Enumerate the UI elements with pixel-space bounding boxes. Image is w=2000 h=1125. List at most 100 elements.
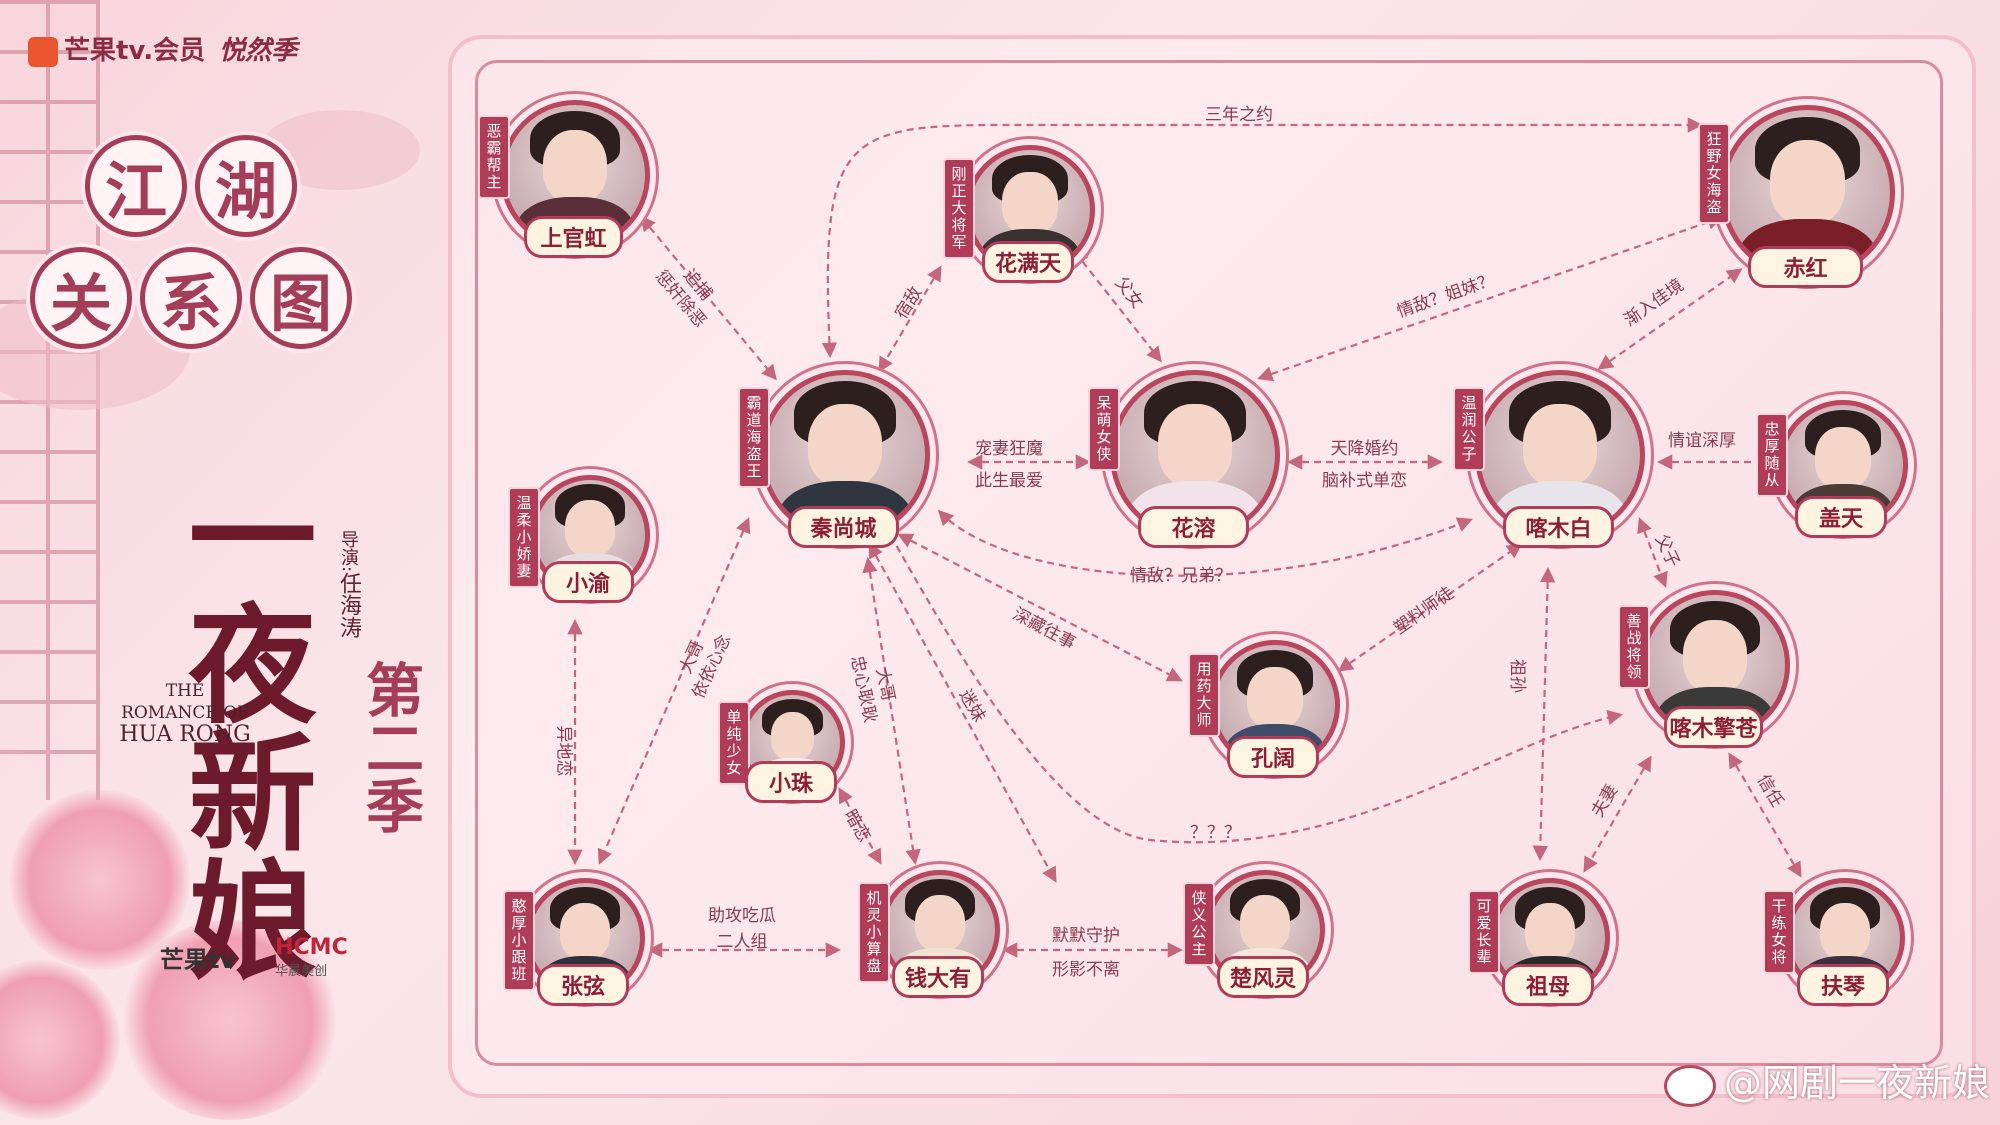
role-tag: 善战将领 [1618,605,1650,689]
character-node[interactable]: 温柔小娇妻小渝 [508,475,650,615]
character-node[interactable]: 霸道海盗王秦尚城 [738,370,930,548]
relation-label: 异地恋 [553,725,574,777]
weibo-watermark: @网剧一夜新娘 [1663,1052,1990,1107]
diagram-frame-inner [475,60,1943,1066]
relation-label: 助攻吃瓜 二人组 [708,905,776,953]
character-node[interactable]: 恶霸帮主上官虹 [478,100,650,260]
character-node[interactable]: 用药大师孔阔 [1188,640,1340,778]
name-tag: 花溶 [1138,506,1249,548]
portrait-face [559,902,611,960]
role-tag: 忠厚随从 [1756,413,1788,497]
name-tag: 秦尚城 [788,506,899,548]
portrait-face [808,403,882,487]
role-tag: 侠义公主 [1183,882,1215,966]
link-zhuibu [640,215,777,381]
portrait-face [564,499,616,557]
character-node[interactable]: 温润公子喀木白 [1453,370,1645,548]
director-label: 导演: [338,530,359,573]
season-label: 第二季 [356,660,424,834]
brand-sub: 悦然季 [219,36,298,66]
relation-label-line2: 形影不离 [1052,960,1120,980]
role-tag: 用药大师 [1188,653,1220,737]
portrait-face [1239,894,1291,952]
role-tag: 干练女将 [1763,890,1795,974]
character-node[interactable]: 单纯少女小珠 [718,690,845,803]
avatar [760,370,930,540]
name-tag: 楚风灵 [1217,956,1309,998]
relation-label-line1: 天降婚约 [1330,439,1399,459]
role-tag: 憨厚小跟班 [503,890,535,991]
portrait-face [1819,902,1871,960]
relation-label-line2: 脑补式单恋 [1322,471,1407,491]
watermark-text: @网剧一夜新娘 [1723,1061,1990,1105]
character-node[interactable]: 狂野女海盗赤红 [1698,105,1895,288]
relation-label: 宠妻狂魔 此生最爱 [975,438,1043,492]
link-sannian [821,117,1704,359]
role-tag: 霸道海盗王 [738,387,770,488]
link-anlian [838,787,882,865]
character-node[interactable]: 刚正大将军花满天 [943,145,1095,283]
character-node[interactable]: 呆萌女侠花溶 [1088,370,1280,548]
role-tag: 温润公子 [1453,387,1485,471]
director-name: 任海涛 [336,572,361,639]
sponsor-logos: 芒果tv HCMC 华晨美创 [160,935,348,979]
english-title-line1: THE ROMANCE OF [121,681,249,723]
link-jianru [1597,268,1743,370]
relation-label: ？？？ [1190,823,1241,843]
role-tag: 温柔小娇妻 [508,487,540,588]
link-dage [597,517,751,865]
weibo-icon [1663,1064,1716,1107]
show-title: 一夜新娘 [166,470,316,982]
relation-label-line1: 默默守护 [1052,926,1120,946]
character-node[interactable]: 侠义公主楚风灵 [1183,870,1325,1000]
mango-logo-icon [28,36,58,67]
relation-label-line2: 此生最爱 [975,471,1043,491]
brand-platform: 芒果tv.会员 [64,36,206,66]
portrait-face [1769,139,1846,226]
hcmc-logo-text: HCMC [275,935,348,960]
portrait-face [914,894,966,952]
link-sanwen [883,522,1624,844]
link-suhen [878,265,942,373]
name-tag: 钱大有 [892,956,984,998]
role-tag: 单纯少女 [718,701,750,785]
portrait-face [1002,171,1058,234]
relation-label: 默默守护 形影不离 [1052,925,1120,981]
blossom-decoration [120,920,340,1120]
relation-label-line1: 宠妻狂魔 [975,439,1043,459]
character-node[interactable]: 憨厚小跟班张弦 [503,878,645,1008]
character-node[interactable]: 干练女将扶琴 [1763,878,1905,1008]
name-tag: 祖母 [1502,964,1594,1006]
title-char: 系 [140,247,242,349]
portrait-face [770,712,815,762]
role-tag: 机灵小算盘 [858,882,890,983]
name-tag: 盖天 [1795,496,1887,538]
mango-tv-logo: 芒果tv [160,945,236,974]
portrait-face [1247,666,1303,729]
role-tag: 可爱长辈 [1468,890,1500,974]
character-node[interactable]: 机灵小算盘钱大有 [858,870,1000,1000]
hcmc-logo: HCMC 华晨美创 [275,935,348,979]
name-tag: 孔阔 [1227,736,1319,778]
link-qingdi-jiemei [1257,214,1723,382]
link-fuqi [1583,755,1652,873]
relation-label: 天降婚约 脑补式单恋 [1322,438,1407,492]
name-tag: 小珠 [745,761,837,803]
title-char: 关 [30,247,132,349]
relation-label-line1: 助攻吃瓜 [708,906,776,926]
link-zusun [1532,566,1556,862]
director-credit: 导演:任海涛 [335,530,361,638]
portrait-face [1523,403,1597,487]
link-shencang [897,533,1183,682]
title-char: 图 [250,247,352,349]
character-node[interactable]: 可爱长辈祖母 [1468,878,1610,1008]
role-tag: 狂野女海盗 [1698,123,1730,224]
link-funv [1073,249,1162,363]
title-char: 江 [85,135,187,237]
hcmc-logo-cn: 华晨美创 [275,964,328,979]
character-node[interactable]: 忠厚随从盖天 [1756,400,1908,538]
character-node[interactable]: 善战将领喀木擎苍 [1618,590,1790,748]
role-tag: 呆萌女侠 [1088,387,1120,471]
relation-label-line2: 二人组 [716,932,768,952]
